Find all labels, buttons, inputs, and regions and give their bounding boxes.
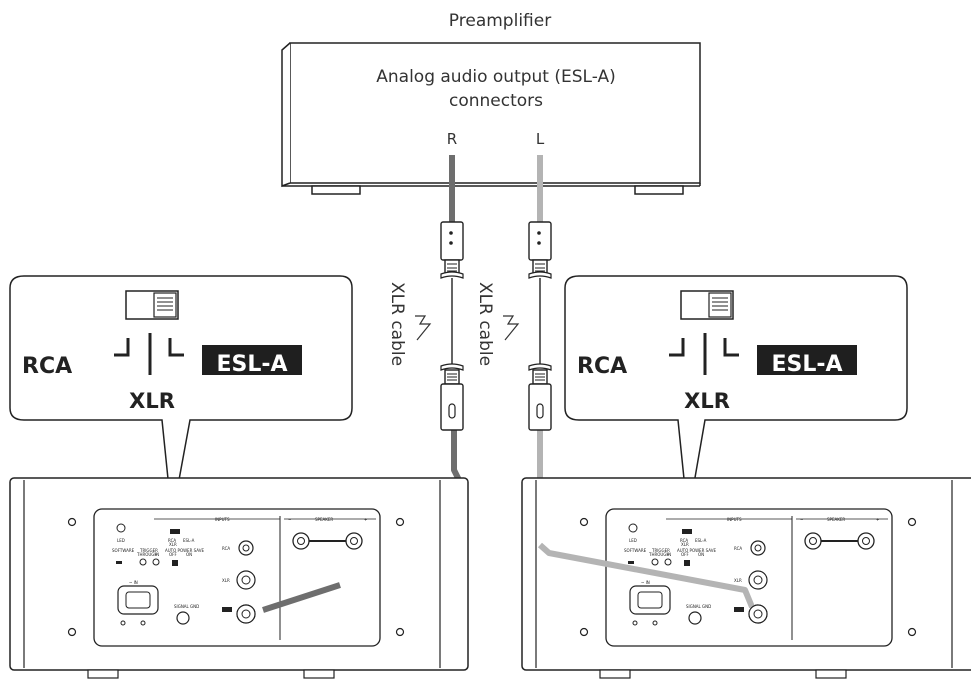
channel-r-label: R: [447, 130, 457, 148]
output-label-line2: connectors: [449, 91, 543, 111]
speaker-minus-label: −: [800, 517, 803, 522]
preamp-title: Preamplifier: [449, 11, 551, 31]
xlr-cable-label-l: XLR cable: [475, 282, 495, 366]
xlr-cable-l-end: [538, 542, 755, 609]
esla-badge: [757, 345, 857, 375]
xlr-connector-l-top: [528, 221, 552, 364]
software-label: SOFTWARE: [112, 548, 135, 553]
callout-rca-label: RCA: [577, 354, 627, 379]
callout-xlr-label: XLR: [129, 389, 175, 413]
signal-arrow-icon: [415, 315, 432, 341]
xlr-cable-r-end: [262, 582, 341, 613]
xlr-connector-r-top: [440, 221, 464, 364]
switch-rca-label: RCA: [168, 538, 176, 543]
switch-callout-right: [564, 275, 908, 519]
signal-gnd-label: SIGNAL GND: [686, 604, 711, 609]
speaker-plus-label: +: [876, 517, 879, 522]
preamplifier-unit: [281, 42, 701, 195]
aps-on-label: ON: [186, 552, 192, 557]
switch-knob: [153, 292, 177, 318]
software-label: SOFTWARE: [624, 548, 647, 553]
led-label: LED: [117, 538, 125, 543]
inputs-label: INPUTS: [215, 517, 230, 522]
trigger-in-label: IN: [155, 552, 159, 557]
output-label-line1: Analog audio output (ESL-A): [376, 67, 616, 87]
aps-off-label: OFF: [169, 552, 177, 557]
power-amplifier-left: [9, 477, 469, 679]
ac-in-label: ~ IN: [129, 580, 138, 585]
aps-on-label: ON: [698, 552, 704, 557]
signal-gnd-label: SIGNAL GND: [174, 604, 199, 609]
input-xlr-label: XLR: [734, 578, 742, 583]
speaker-minus-label: −: [288, 517, 291, 522]
xlr-connector-r-bottom: [440, 363, 464, 431]
input-rca-label: RCA: [734, 546, 742, 551]
xlr-cable-label-r: XLR cable: [387, 282, 407, 366]
switch-xlr-label: XLR: [681, 542, 689, 547]
callout-esla-label: ESL-A: [216, 352, 287, 377]
switch-callout-left: [9, 275, 353, 519]
signal-arrow-icon: [503, 315, 520, 341]
switch-rca-label: RCA: [680, 538, 688, 543]
xlr-connector-l-bottom: [528, 363, 552, 431]
callout-rca-label: RCA: [22, 354, 72, 379]
speaker-label: SPEAKER: [827, 517, 845, 522]
esla-badge: [202, 345, 302, 375]
power-amplifier-right: [521, 477, 971, 679]
preamp-foot-right: [634, 185, 684, 195]
aps-off-label: OFF: [681, 552, 689, 557]
inputs-label: INPUTS: [727, 517, 742, 522]
auto-power-save-label: AUTO POWER SAVE: [165, 548, 204, 553]
switch-esla-label: ESL-A: [183, 538, 195, 543]
input-xlr-label: XLR: [222, 578, 230, 583]
trigger-in-label: IN: [667, 552, 671, 557]
ac-in-label: ~ IN: [641, 580, 650, 585]
switch-xlr-label: XLR: [169, 542, 177, 547]
speaker-label: SPEAKER: [315, 517, 333, 522]
callout-xlr-label: XLR: [684, 389, 730, 413]
preamp-foot-left: [311, 185, 361, 195]
input-rca-label: RCA: [222, 546, 230, 551]
callout-esla-label: ESL-A: [771, 352, 842, 377]
through-label: THROUGH: [648, 552, 669, 557]
trigger-label: TRIGGER: [651, 548, 670, 553]
channel-l-label: L: [536, 130, 545, 148]
speaker-plus-label: +: [364, 517, 367, 522]
auto-power-save-label: AUTO POWER SAVE: [677, 548, 716, 553]
switch-knob: [708, 292, 732, 318]
switch-esla-label: ESL-A: [695, 538, 707, 543]
through-label: THROUGH: [136, 552, 157, 557]
led-label: LED: [629, 538, 637, 543]
trigger-label: TRIGGER: [139, 548, 158, 553]
